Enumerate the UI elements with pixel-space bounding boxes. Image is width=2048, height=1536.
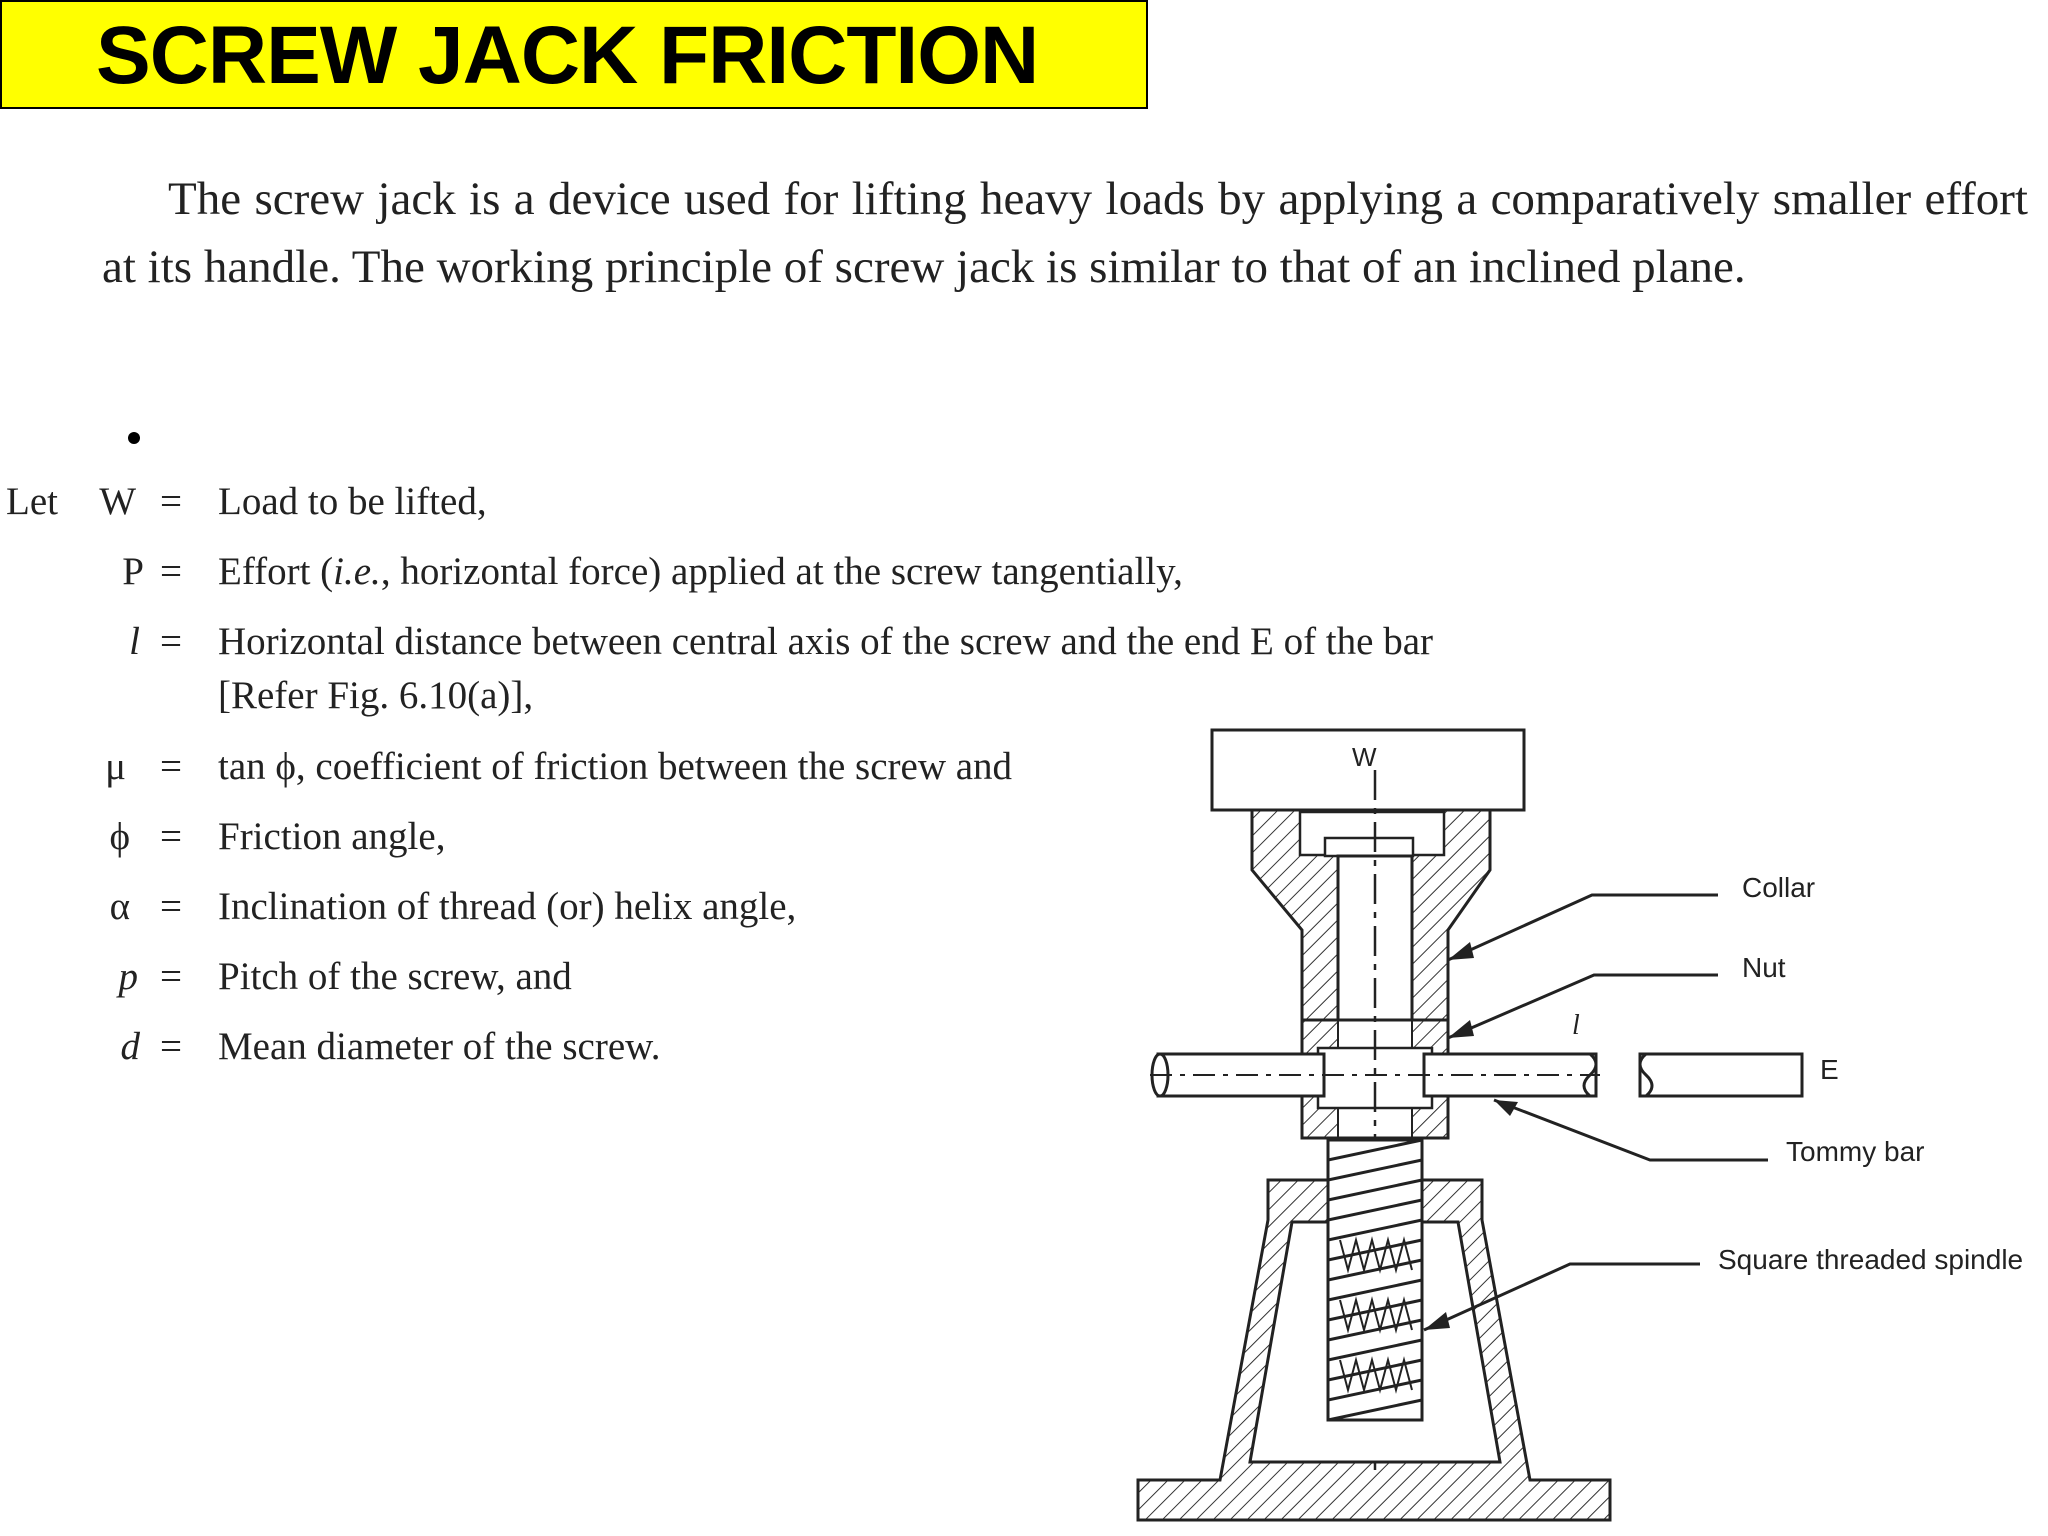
definition-row-l: l = Horizontal distance between central … — [0, 619, 1550, 729]
equals-sign: = — [160, 620, 182, 663]
length-label: l — [1572, 1010, 1580, 1041]
spindle-label: Square threaded spindle — [1718, 1244, 2024, 1275]
definition-row-P: P = Effort (i.e., horizontal force) appl… — [0, 549, 1300, 599]
definition-text-mu: tan ϕ, coefficient of friction between t… — [218, 745, 1013, 788]
title-banner: SCREW JACK FRICTION — [0, 0, 1148, 109]
bullet-dot — [128, 432, 140, 444]
collar-recess — [1323, 836, 1415, 858]
definition-text-alpha: Inclination of thread (or) helix angle, — [218, 885, 797, 928]
definition-row-W: W = Load to be lifted, — [0, 479, 1200, 529]
symbol-d: d — [120, 1025, 141, 1068]
collar-label: Collar — [1742, 872, 1816, 903]
symbol-mu: μ — [105, 745, 126, 788]
equals-sign: = — [160, 885, 182, 928]
definition-text-W: Load to be lifted, — [218, 480, 487, 523]
tommy-bar-label: Tommy bar — [1786, 1136, 1925, 1167]
symbol-P: P — [122, 550, 144, 593]
tommy-bar-break-end — [1638, 1052, 1654, 1098]
equals-sign: = — [160, 480, 182, 523]
tommy-bar-end — [1638, 1052, 1804, 1098]
intro-text: The screw jack is a device used for lift… — [102, 173, 2028, 293]
symbol-W: W — [99, 480, 136, 523]
definition-text-P: Effort (i.e., horizontal force) applied … — [218, 550, 1183, 593]
end-label: E — [1820, 1054, 1839, 1085]
symbol-p: p — [118, 955, 139, 998]
symbol-alpha: α — [109, 885, 130, 928]
definition-text-l-line2: [Refer Fig. 6.10(a)], — [218, 674, 534, 717]
load-label: W — [1352, 742, 1377, 772]
definition-text-l: Horizontal distance between central axis… — [218, 620, 1433, 663]
equals-sign: = — [160, 955, 182, 998]
equals-sign: = — [160, 745, 182, 788]
load-platform — [1210, 728, 1526, 812]
definition-row-alpha: α = Inclination of thread (or) helix ang… — [0, 884, 1000, 934]
definition-row-phi: ϕ = Friction angle, — [0, 814, 1000, 864]
definition-text-phi: Friction angle, — [218, 815, 446, 858]
equals-sign: = — [160, 815, 182, 858]
symbol-l: l — [129, 620, 140, 663]
definition-row-mu: μ = tan ϕ, coefficient of friction betwe… — [0, 744, 1090, 794]
arrow-heads — [1424, 942, 1518, 1330]
definition-text-p: Pitch of the screw, and — [218, 955, 572, 998]
symbol-phi: ϕ — [109, 815, 130, 858]
leader-lines — [1423, 893, 1768, 1332]
intro-paragraph: The screw jack is a device used for lift… — [102, 165, 2028, 301]
definition-text-d: Mean diameter of the screw. — [218, 1025, 661, 1068]
screw-jack-figure — [1136, 728, 1804, 1522]
thread-zigzag — [1339, 1236, 1413, 1394]
definition-row-d: d = Mean diameter of the screw. — [0, 1024, 1000, 1074]
page-title: SCREW JACK FRICTION — [96, 10, 1039, 101]
equals-sign: = — [160, 1025, 182, 1068]
definition-row-p: p = Pitch of the screw, and — [0, 954, 1000, 1004]
nut-label: Nut — [1742, 952, 1786, 983]
equals-sign: = — [160, 550, 182, 593]
let-label: Let — [6, 480, 58, 523]
